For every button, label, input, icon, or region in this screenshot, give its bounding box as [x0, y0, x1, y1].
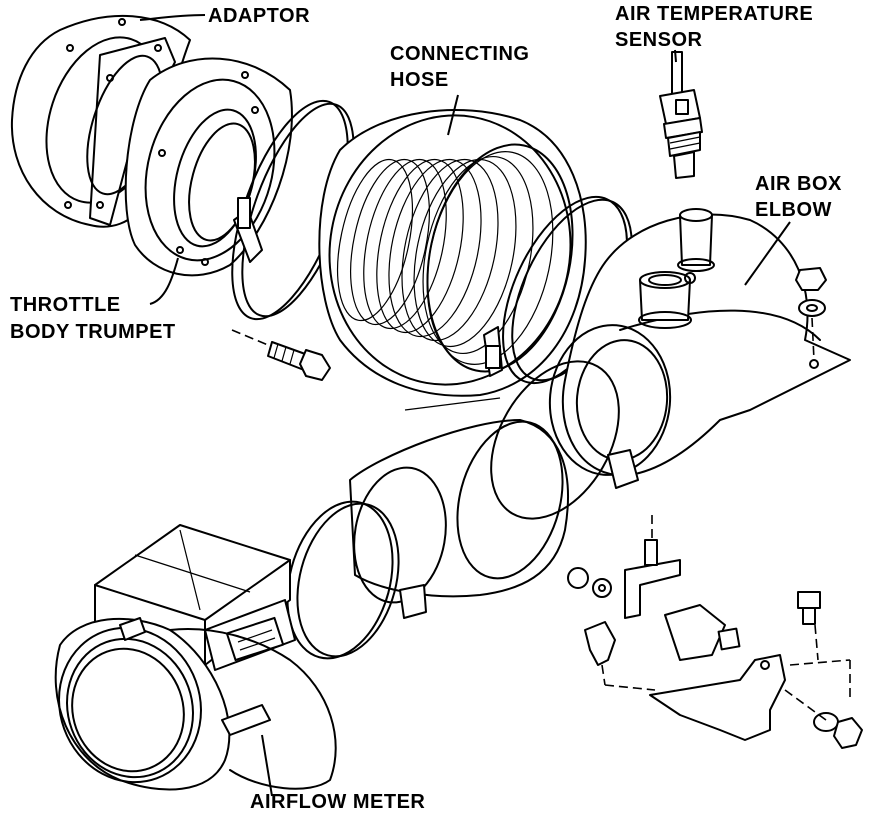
airflow-meter-part	[54, 360, 639, 791]
labels: ADAPTOR CONNECTING HOSE AIR TEMPERATURE …	[10, 3, 842, 813]
label-adaptor: ADAPTOR	[208, 5, 310, 27]
label-air-box-elbow-line2: ELBOW	[755, 199, 832, 221]
air-temperature-sensor-part	[659, 51, 703, 179]
label-throttle-body-trumpet-line2: BODY TRUMPET	[10, 321, 176, 343]
air-box-elbow-part	[548, 208, 851, 477]
label-throttle-body-trumpet-line1: THROTTLE	[10, 294, 121, 316]
label-airflow-meter: AIRFLOW METER	[250, 791, 425, 813]
connecting-hose-part	[318, 109, 587, 411]
label-connecting-hose-line2: HOSE	[390, 69, 449, 91]
label-connecting-hose-line1: CONNECTING	[390, 43, 529, 65]
label-air-box-elbow-line1: AIR BOX	[755, 173, 842, 195]
label-air-temperature-sensor-line1: AIR TEMPERATURE	[615, 3, 813, 25]
bracket-assembly-part	[567, 515, 863, 749]
label-air-temperature-sensor-line2: SENSOR	[615, 29, 703, 51]
leader-lines	[139, 14, 791, 797]
bolt-part	[231, 329, 331, 381]
